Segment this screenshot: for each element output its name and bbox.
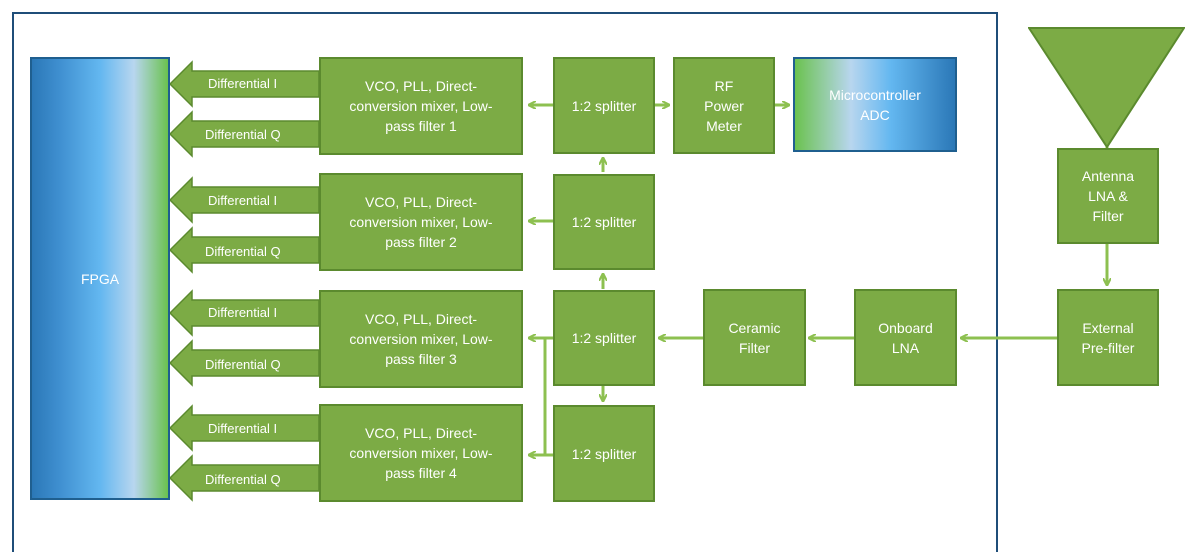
diff-i-label-3: Differential I xyxy=(208,305,278,320)
rf-power-meter: RF Power Meter xyxy=(673,57,775,154)
diff-i-label-2: Differential I xyxy=(208,193,278,208)
board-outline xyxy=(12,12,998,552)
chain-label-1: VCO, PLL, Direct-conversion mixer, Low-p… xyxy=(349,78,493,134)
chain-block-2: VCO, PLL, Direct-conversion mixer, Low-p… xyxy=(319,173,523,271)
diff-q-label-1: Differential Q xyxy=(205,127,281,142)
diff-q-label-2: Differential Q xyxy=(205,244,281,259)
splitter-4: 1:2 splitter xyxy=(553,405,655,502)
fpga-block: FPGA xyxy=(30,57,170,500)
chain-block-1: VCO, PLL, Direct-conversion mixer, Low-p… xyxy=(319,57,523,155)
ceramic-filter-label: Ceramic Filter xyxy=(728,319,781,356)
rf-power-meter-label: RF Power Meter xyxy=(704,77,744,134)
onboard-lna: Onboard LNA xyxy=(854,289,957,386)
microcontroller-adc: Microcontroller ADC xyxy=(793,57,957,152)
onboard-lna-label: Onboard LNA xyxy=(878,319,933,356)
chain-block-4: VCO, PLL, Direct-conversion mixer, Low-p… xyxy=(319,404,523,502)
external-prefilter-label: External Pre-filter xyxy=(1081,319,1135,356)
splitter-label-2: 1:2 splitter xyxy=(571,214,637,230)
chain-label-2: VCO, PLL, Direct-conversion mixer, Low-p… xyxy=(349,194,493,250)
splitter-label-3: 1:2 splitter xyxy=(571,330,637,346)
antenna-lna-filter: Antenna LNA & Filter xyxy=(1057,148,1159,244)
splitter-1: 1:2 splitter xyxy=(553,57,655,154)
diff-q-label-4: Differential Q xyxy=(205,472,281,487)
splitter-label-4: 1:2 splitter xyxy=(571,445,637,462)
chain-label-3: VCO, PLL, Direct-conversion mixer, Low-p… xyxy=(349,311,493,367)
diff-q-label-3: Differential Q xyxy=(205,357,281,372)
ceramic-filter: Ceramic Filter xyxy=(703,289,806,386)
antenna-lna-label: Antenna LNA & Filter xyxy=(1081,168,1135,224)
diff-i-label-4: Differential I xyxy=(208,421,278,436)
diff-i-label-1: Differential I xyxy=(208,76,278,91)
splitter-3: 1:2 splitter xyxy=(553,290,655,386)
chain-block-3: VCO, PLL, Direct-conversion mixer, Low-p… xyxy=(319,290,523,388)
splitter-label-1: 1:2 splitter xyxy=(571,97,637,114)
bracket-line xyxy=(530,336,553,457)
chain-label-4: VCO, PLL, Direct-conversion mixer, Low-p… xyxy=(349,425,493,481)
microcontroller-label: Microcontroller ADC xyxy=(829,86,921,123)
splitter-2: 1:2 splitter xyxy=(553,174,655,270)
antenna-icon xyxy=(1028,27,1185,149)
external-prefilter: External Pre-filter xyxy=(1057,289,1159,386)
fpga-label: FPGA xyxy=(80,270,120,287)
